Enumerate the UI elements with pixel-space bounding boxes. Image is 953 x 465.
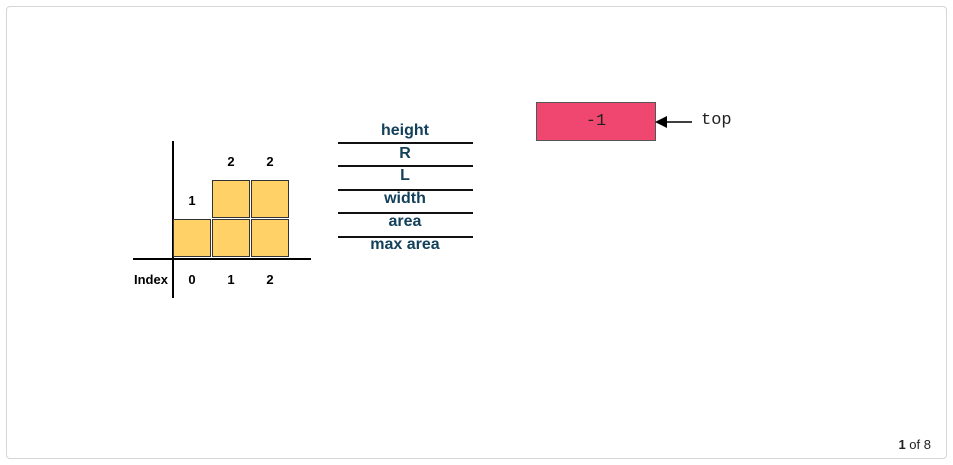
slide-current: 1	[898, 437, 906, 452]
stack-top-element: -1	[536, 102, 656, 141]
index-0-label: 0	[188, 272, 196, 287]
var-max-area-label: max area	[370, 236, 440, 253]
var-height-line	[338, 142, 473, 144]
slide-counter: 1 of 8	[898, 437, 931, 452]
top-pointer-label: top	[701, 111, 732, 130]
var-l-line	[338, 189, 473, 191]
slide-separator: of	[909, 437, 921, 452]
var-l-label: L	[400, 167, 410, 184]
var-r-label: R	[399, 145, 411, 162]
bar-1-cell-0	[212, 219, 250, 257]
slide-total: 8	[923, 437, 931, 452]
bar-1-height-label: 2	[227, 154, 235, 169]
stack-top-value: -1	[585, 112, 607, 131]
var-area-label: area	[388, 213, 422, 230]
slide-frame	[6, 6, 947, 459]
var-r-line	[338, 165, 473, 167]
index-1-label: 1	[227, 272, 235, 287]
bar-0-height-label: 1	[188, 193, 196, 208]
var-area-line	[338, 236, 473, 238]
bar-1-cell-1	[212, 180, 250, 218]
index-2-label: 2	[266, 272, 274, 287]
var-width-line	[338, 212, 473, 214]
x-axis	[133, 258, 311, 260]
top-pointer-arrow-icon	[655, 116, 692, 128]
var-width-label: width	[384, 190, 426, 207]
bar-2-cell-0	[251, 219, 289, 257]
bar-0-cell-0	[173, 219, 211, 257]
index-axis-label: Index	[134, 272, 168, 287]
bar-2-height-label: 2	[266, 154, 274, 169]
bar-2-cell-1	[251, 180, 289, 218]
var-height-label: height	[381, 122, 429, 139]
